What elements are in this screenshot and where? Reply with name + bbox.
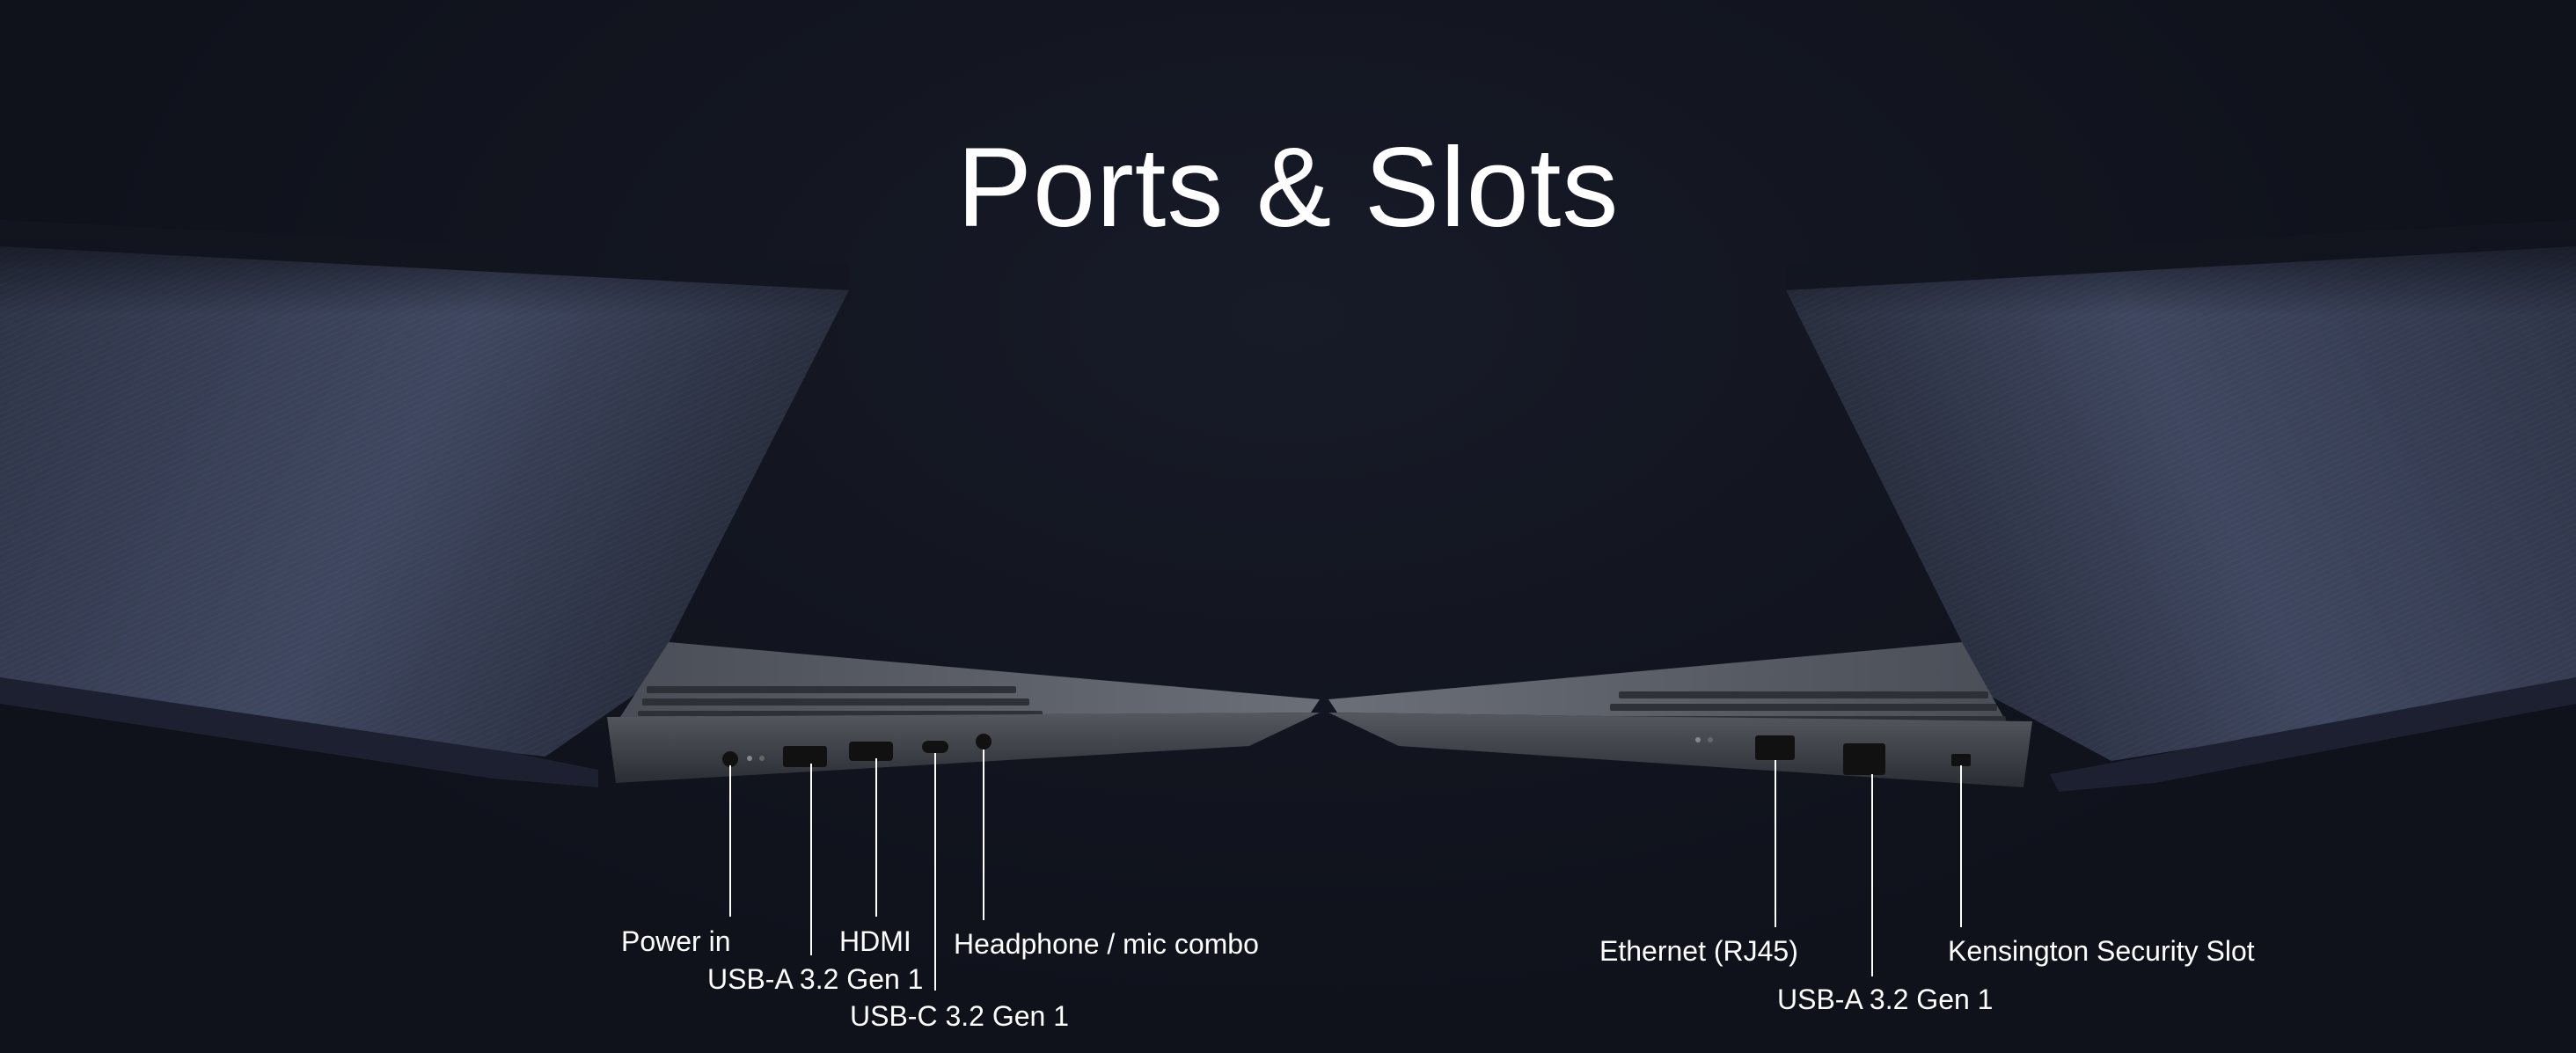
label-headphone: Headphone / mic combo: [954, 928, 1259, 960]
label-ethernet: Ethernet (RJ45): [1599, 935, 1798, 967]
page-title: Ports & Slots: [956, 125, 1620, 251]
right-laptop: [1328, 220, 2576, 792]
label-kensington: Kensington Security Slot: [1948, 935, 2255, 967]
callout-lines: [729, 750, 1962, 991]
label-power-in: Power in: [621, 925, 731, 957]
left-laptop: [0, 220, 1320, 787]
label-usb-a-right: USB-A 3.2 Gen 1: [1777, 984, 1994, 1015]
label-usb-c: USB-C 3.2 Gen 1: [850, 1000, 1069, 1032]
label-hdmi: HDMI: [839, 925, 911, 957]
label-usb-a-left: USB-A 3.2 Gen 1: [707, 963, 924, 995]
